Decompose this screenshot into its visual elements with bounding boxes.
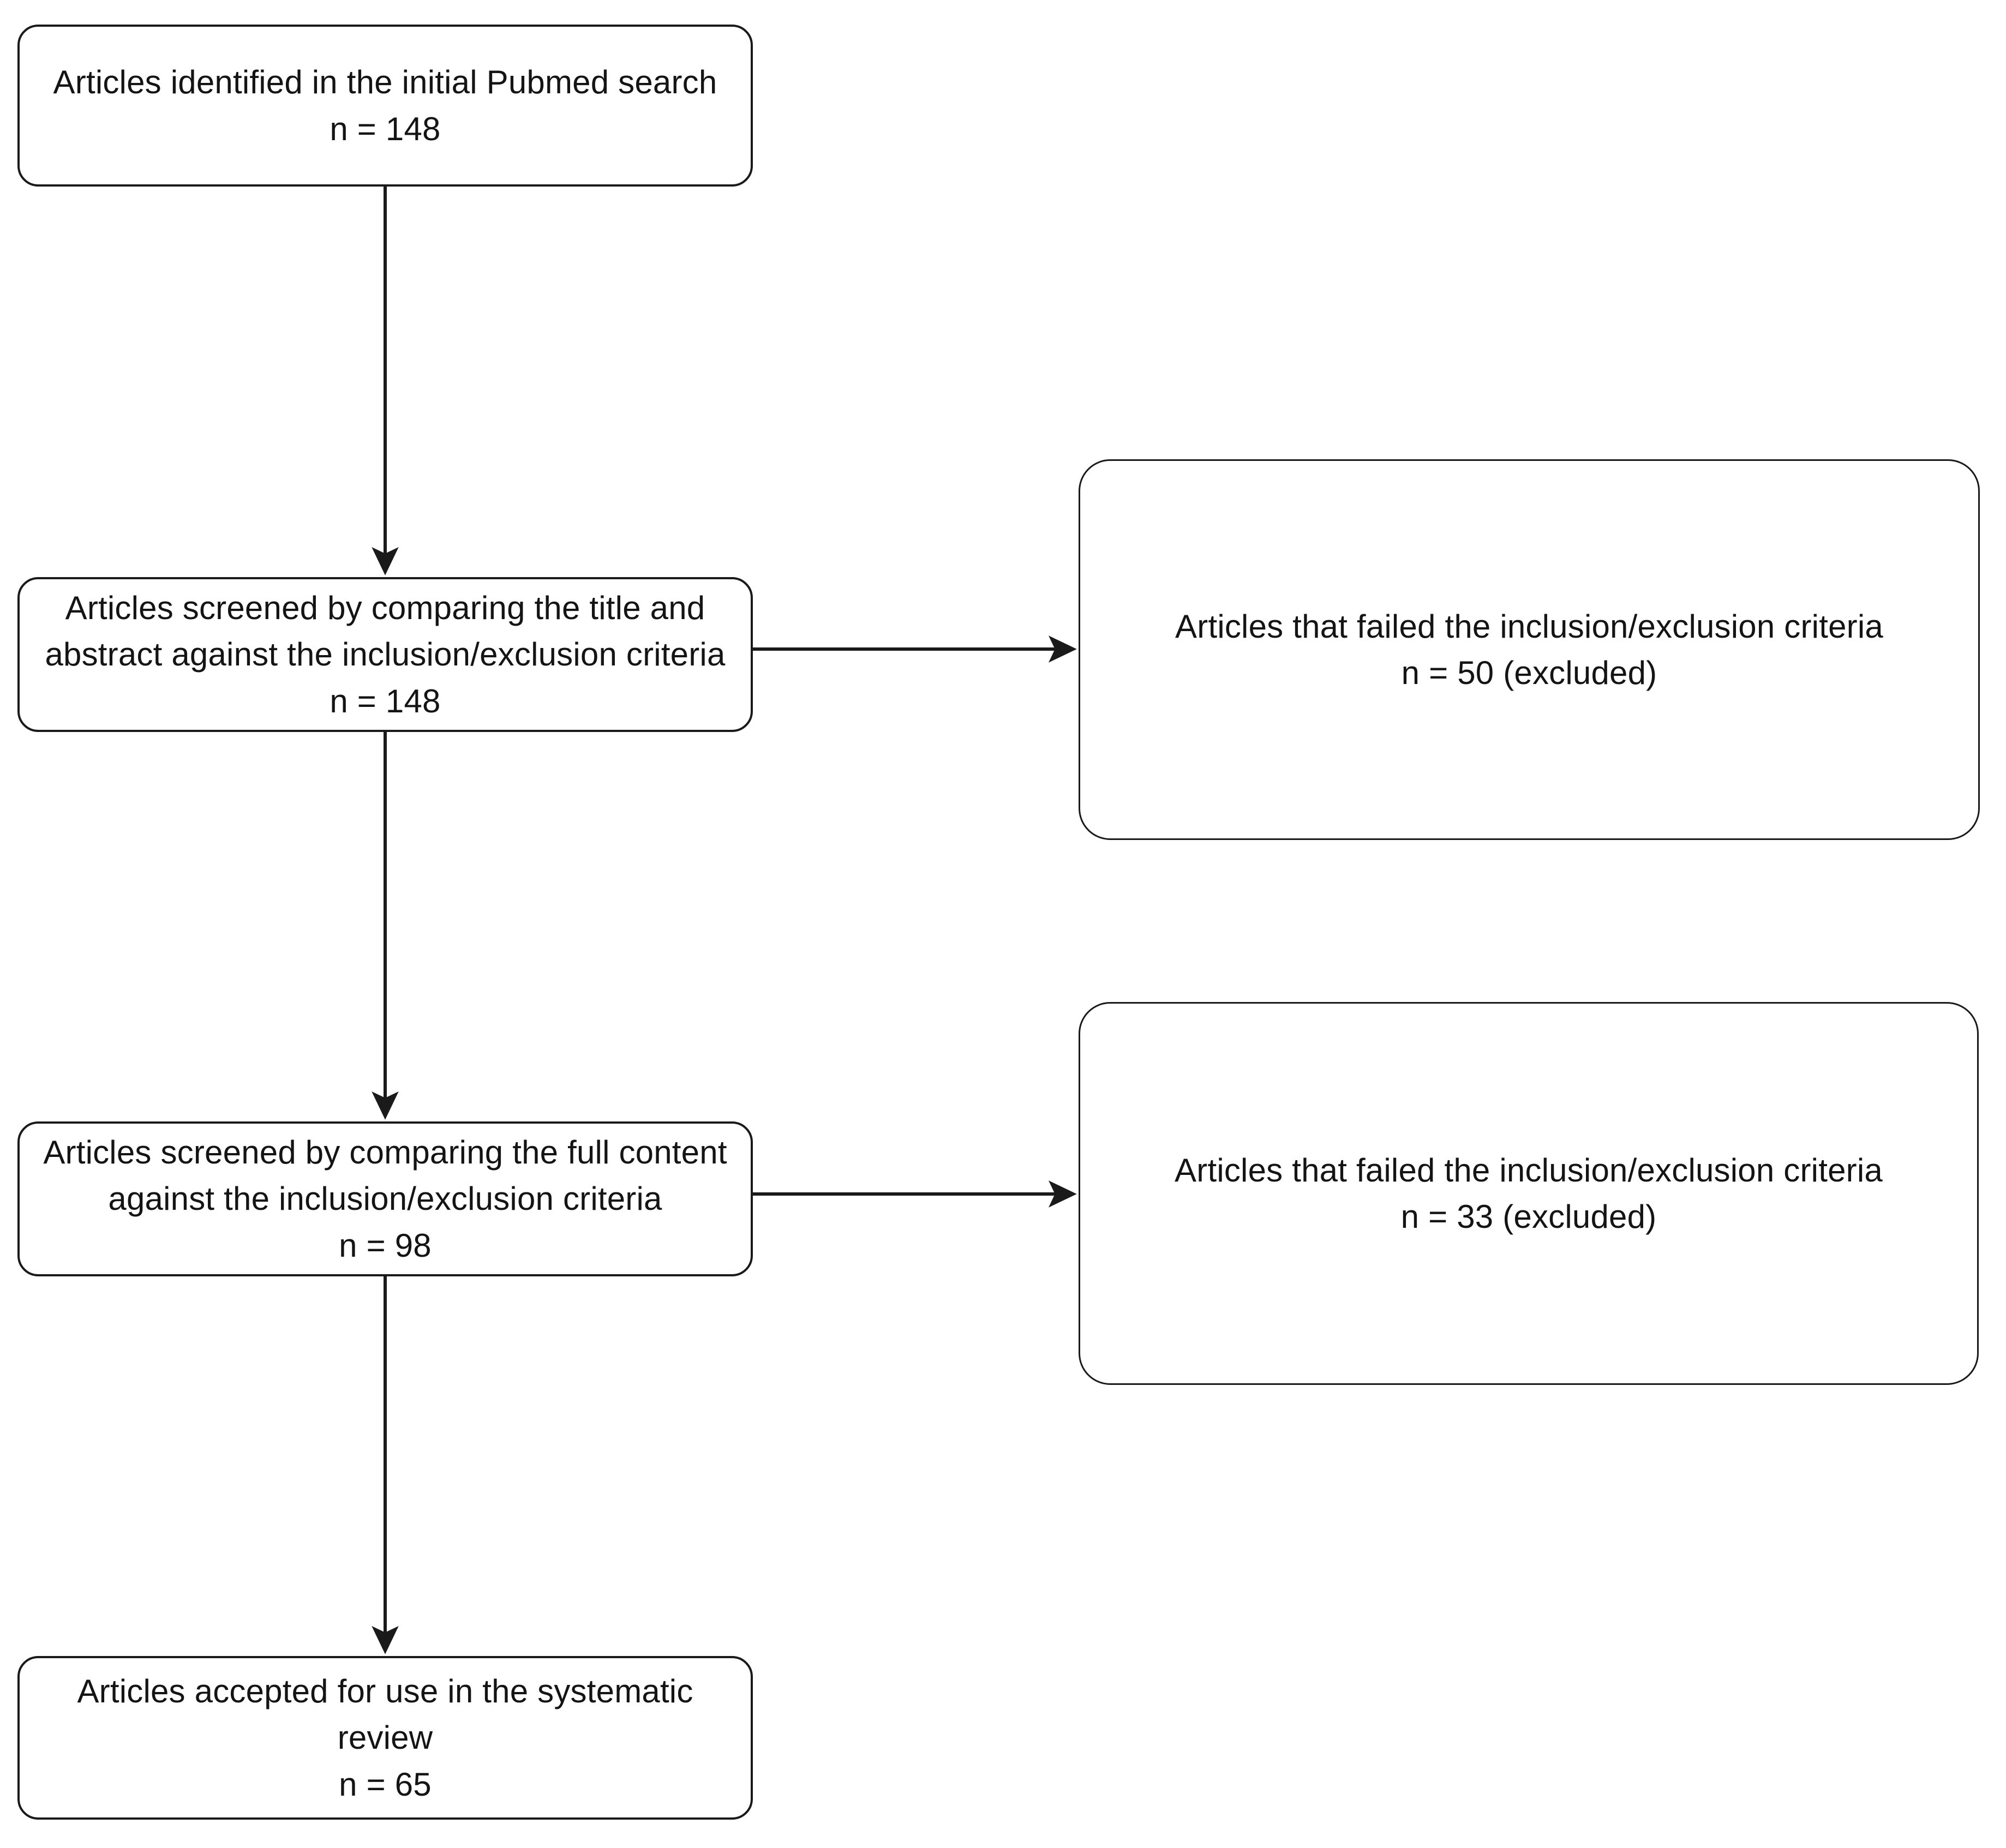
- node-articles-accepted-label: Articles accepted for use in the systema…: [77, 1673, 693, 1803]
- node-articles-excluded-full-content: Articles that failed the inclusion/exclu…: [1079, 1002, 1979, 1385]
- node-articles-accepted: Articles accepted for use in the systema…: [17, 1656, 753, 1820]
- node-articles-identified-label: Articles identified in the initial Pubme…: [53, 64, 717, 147]
- node-articles-excluded-title-abstract-label: Articles that failed the inclusion/exclu…: [1175, 608, 1883, 691]
- node-articles-screened-full-content: Articles screened by comparing the full …: [17, 1121, 753, 1276]
- node-articles-screened-title-abstract: Articles screened by comparing the title…: [17, 577, 753, 732]
- node-articles-identified: Articles identified in the initial Pubme…: [17, 25, 753, 187]
- node-articles-screened-full-content-label: Articles screened by comparing the full …: [43, 1134, 727, 1264]
- node-articles-screened-title-abstract-label: Articles screened by comparing the title…: [45, 590, 726, 719]
- node-articles-excluded-title-abstract: Articles that failed the inclusion/exclu…: [1079, 459, 1980, 840]
- node-articles-excluded-full-content-label: Articles that failed the inclusion/exclu…: [1175, 1151, 1883, 1235]
